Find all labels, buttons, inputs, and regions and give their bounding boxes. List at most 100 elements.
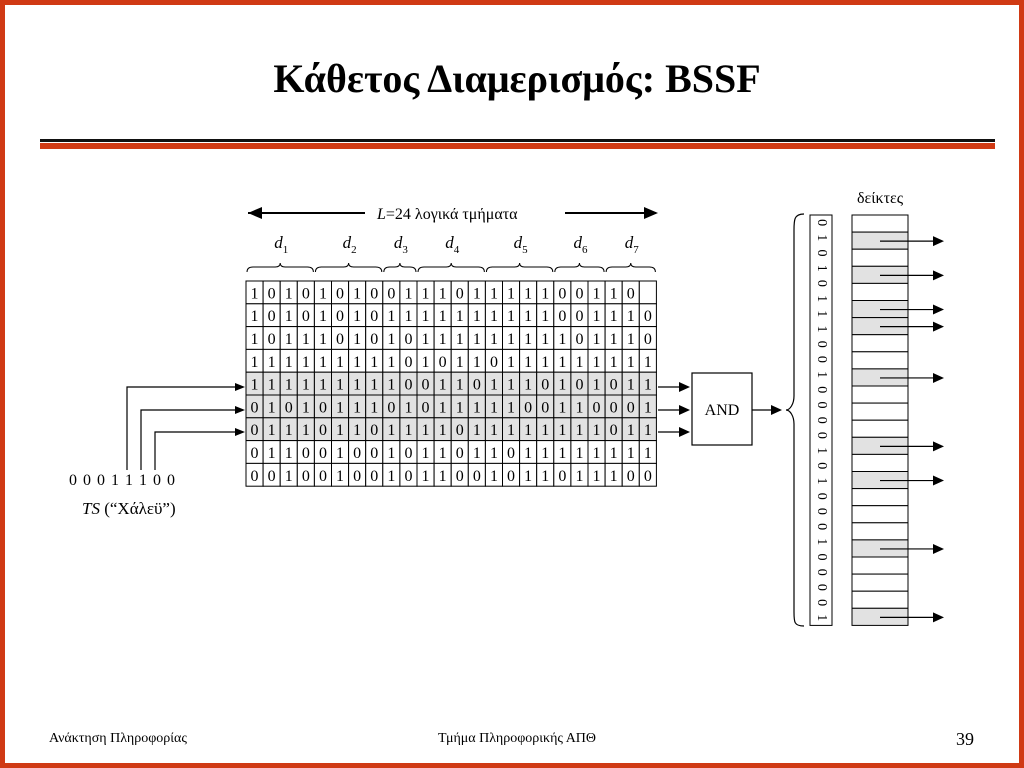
matrix-cell-bit: 1 <box>541 308 549 325</box>
matrix-cell-bit: 1 <box>593 468 601 485</box>
matrix-cell-bit: 0 <box>370 422 378 439</box>
matrix-cell-bit: 1 <box>268 422 276 439</box>
partition-brace <box>554 262 605 273</box>
pointer-column <box>851 214 944 626</box>
matrix-cell-bit: 1 <box>575 399 583 416</box>
matrix-cell-bit: 0 <box>370 445 378 462</box>
matrix-cell-bit: 0 <box>422 399 430 416</box>
result-bit: 1 <box>814 371 829 378</box>
partition-brace <box>383 262 417 273</box>
matrix-cell-bit: 1 <box>490 285 498 302</box>
matrix-cell-bit: 1 <box>268 399 276 416</box>
matrix-cell-bit: 1 <box>627 422 635 439</box>
result-bit: 0 <box>814 508 829 515</box>
matrix-cell-bit: 0 <box>456 285 464 302</box>
matrix-cell-bit: 0 <box>387 399 395 416</box>
matrix-cell-bit: 0 <box>541 377 549 394</box>
matrix-cell-bit: 1 <box>285 468 293 485</box>
matrix-cell-bit: 1 <box>387 331 395 348</box>
matrix-cell-bit: 0 <box>251 399 259 416</box>
matrix-cell-bit: 1 <box>285 354 293 371</box>
result-bit: 1 <box>814 295 829 302</box>
matrix-cell-bit: 0 <box>490 354 498 371</box>
matrix-cell-bit: 1 <box>302 422 310 439</box>
matrix-cell-bit: 1 <box>558 331 566 348</box>
matrix-cell-bit: 0 <box>336 285 344 302</box>
matrix-cell-bit: 1 <box>541 285 549 302</box>
matrix-cell-bit: 1 <box>456 354 464 371</box>
matrix-cell-bit: 1 <box>644 399 652 416</box>
matrix-cell-bit: 1 <box>336 468 344 485</box>
matrix-cell-bit: 1 <box>473 445 481 462</box>
result-bit: 0 <box>814 341 829 348</box>
matrix-cell-bit: 0 <box>370 468 378 485</box>
pointers-header: δείκτες <box>857 190 904 207</box>
matrix-cell-bit: 1 <box>541 445 549 462</box>
matrix-cell-bit: 0 <box>336 308 344 325</box>
pointer-arrow <box>933 321 944 332</box>
matrix-cell-bit: 1 <box>627 445 635 462</box>
matrix-cell-bit: 1 <box>319 377 327 394</box>
result-bit: 1 <box>814 265 829 272</box>
matrix-cell-bit: 1 <box>558 445 566 462</box>
pointer-cell <box>851 334 909 353</box>
query-signature-label: TS (“Χάλεϋ”) <box>82 499 176 518</box>
pointer-cell <box>851 488 909 507</box>
pointer-cell <box>851 214 909 233</box>
matrix-cell-bit: 1 <box>627 331 635 348</box>
matrix-cell-bit: 1 <box>575 445 583 462</box>
matrix-cell-bit: 1 <box>593 445 601 462</box>
matrix-cell-bit: 1 <box>439 331 447 348</box>
partition-label: d7 <box>625 233 640 256</box>
matrix-cell-bit: 1 <box>285 285 293 302</box>
partition-label: d6 <box>573 233 588 256</box>
matrix-cell-bit: 0 <box>370 308 378 325</box>
pointer-cell <box>851 505 909 524</box>
partition-label: d5 <box>514 233 529 256</box>
matrix-cell-bit: 0 <box>251 468 259 485</box>
matrix-cell-bit: 1 <box>353 377 361 394</box>
matrix-cell-bit: 1 <box>627 308 635 325</box>
matrix-cell-bit: 1 <box>387 422 395 439</box>
matrix-cell-bit: 1 <box>524 445 532 462</box>
matrix-cell-bit: 1 <box>610 468 618 485</box>
matrix-cell-bit: 0 <box>268 331 276 348</box>
matrix-cell-bit: 1 <box>319 331 327 348</box>
matrix-cell-bit: 1 <box>490 331 498 348</box>
result-bit: 1 <box>814 447 829 454</box>
matrix-cell-bit: 0 <box>456 445 464 462</box>
matrix-cell-bit: 1 <box>285 331 293 348</box>
result-bit: 0 <box>814 493 829 500</box>
matrix-cell-bit: 1 <box>541 331 549 348</box>
matrix-cell-bit: 1 <box>387 468 395 485</box>
matrix-cell-bit: 1 <box>251 308 259 325</box>
matrix-cell-bit: 0 <box>268 285 276 302</box>
matrix-cell-bit: 1 <box>558 422 566 439</box>
matrix-cell-bit: 1 <box>251 285 259 302</box>
matrix-cell-bit: 1 <box>490 377 498 394</box>
matrix-cell-bit: 1 <box>610 285 618 302</box>
matrix-cell-bit: 1 <box>387 377 395 394</box>
result-bit: 0 <box>814 523 829 530</box>
matrix-cell-bit: 1 <box>268 445 276 462</box>
matrix-cell-bit: 0 <box>268 468 276 485</box>
result-bit: 1 <box>814 614 829 621</box>
matrix-cell-bit: 1 <box>439 308 447 325</box>
matrix-cell-bit: 1 <box>524 285 532 302</box>
matrix-cell-bit: 0 <box>644 308 652 325</box>
matrix-cell-bit: 1 <box>319 285 327 302</box>
matrix-cell-bit: 1 <box>387 354 395 371</box>
pointer-cell <box>851 282 909 301</box>
matrix-cell-bit: 0 <box>507 445 515 462</box>
title-rule <box>40 139 995 149</box>
matrix-cell-bit: 0 <box>541 399 549 416</box>
result-bit: 0 <box>814 356 829 363</box>
matrix-cell-bit: 1 <box>541 422 549 439</box>
matrix-cell-bit: 1 <box>302 377 310 394</box>
matrix-cell-bit: 1 <box>353 285 361 302</box>
matrix-cell-bit: 0 <box>575 285 583 302</box>
matrix-cell-bit: 0 <box>507 468 515 485</box>
matrix-cell-bit: 1 <box>404 399 412 416</box>
result-bit: 1 <box>814 478 829 485</box>
matrix-cell-bit: 0 <box>558 285 566 302</box>
